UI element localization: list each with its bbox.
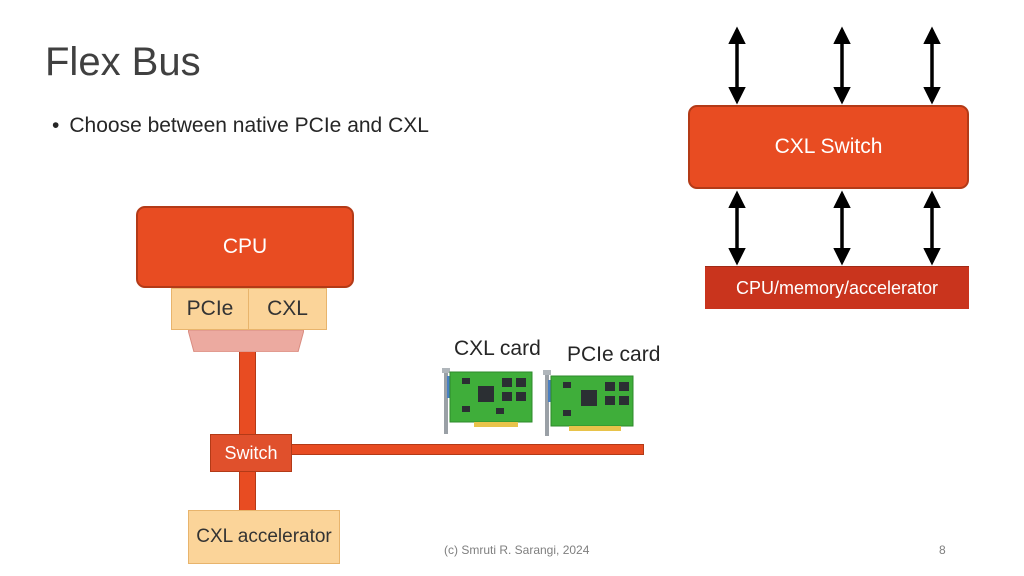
cxl-accelerator-box: CXL accelerator	[188, 510, 340, 564]
port-connector	[188, 330, 304, 352]
slide-title: Flex Bus	[45, 40, 201, 84]
device-box-label: CPU/memory/accelerator	[735, 277, 939, 298]
cxl-port: CXL	[248, 288, 327, 330]
footer-copyright: (c) Smruti R. Sarangi, 2024	[444, 543, 590, 557]
cxl-accelerator-label: CXL accelerator	[196, 526, 332, 547]
page-number: 8	[939, 543, 946, 557]
pcie-port: PCIe	[171, 288, 249, 330]
cxl-switch-box: CXL Switch	[688, 105, 969, 189]
cpu-box: CPU	[136, 206, 354, 288]
vertical-bus-lower	[239, 470, 256, 512]
pcie-card-label: PCIe card	[567, 343, 661, 366]
cxl-card-icon	[442, 368, 533, 434]
cxl-card-label: CXL card	[454, 337, 541, 360]
bullet-item: • Choose between native PCIe and CXL	[52, 114, 429, 138]
pcie-port-label: PCIe	[186, 297, 234, 320]
cxl-port-label: CXL	[267, 297, 308, 320]
switch-box: Switch	[210, 434, 292, 472]
bullet-text: Choose between native PCIe and CXL	[69, 114, 429, 137]
bullet-dot-icon: •	[52, 114, 60, 137]
vertical-bus-upper	[239, 350, 256, 436]
pcie-card-icon	[543, 370, 634, 436]
cxl-switch-label: CXL Switch	[774, 135, 883, 158]
cpu-label: CPU	[222, 235, 268, 258]
switch-label: Switch	[224, 442, 278, 463]
device-box: CPU/memory/accelerator	[705, 266, 969, 309]
